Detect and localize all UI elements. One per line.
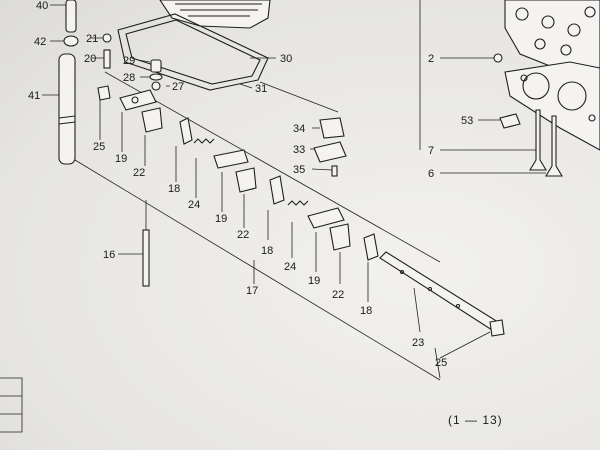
page-code: (1 — 13) [448,413,503,427]
label-24-a: 24 [188,199,200,211]
label-17: 17 [246,285,258,297]
head-gasket [504,61,600,151]
spring-24a [193,138,215,144]
label-18-a: 18 [168,183,180,195]
rocker-bracket-22b [235,167,257,193]
title-block-edge [0,377,23,433]
label-2: 2 [428,53,434,65]
bolt-25-left [97,85,111,101]
label-27: 27 [172,81,184,93]
label-16: 16 [103,249,115,261]
tube-41 [58,53,76,165]
label-41: 41 [28,90,40,102]
assembly-outline [74,71,441,381]
plate-33 [313,141,347,163]
end-bolt-25 [489,319,505,337]
label-22-a: 22 [133,167,145,179]
label-29: 29 [123,55,135,67]
bolt-35 [331,165,338,177]
label-28: 28 [123,72,135,84]
leader-lines [42,4,546,379]
label-24-b: 24 [284,261,296,273]
seal-27 [151,81,161,91]
plug-2 [493,53,503,63]
washer-28 [149,73,163,81]
label-35: 35 [293,164,305,176]
cap-34 [319,117,345,139]
nut-21 [102,33,112,43]
label-31: 31 [255,83,267,95]
cap-42 [63,35,79,47]
spring-24b [287,200,309,206]
label-21: 21 [86,33,98,45]
valve-7 [529,109,547,171]
injector-53 [499,113,521,129]
rocker-arm-19c [307,207,345,229]
label-25-right: 25 [435,357,447,369]
label-20: 20 [84,53,96,65]
label-22-c: 22 [332,289,344,301]
upper-housing-outline [159,0,271,29]
stud-20 [103,49,111,69]
label-18-b: 18 [261,245,273,257]
stud-16 [142,229,150,287]
label-19-c: 19 [308,275,320,287]
rocker-arm-18a [179,117,193,145]
label-23: 23 [412,337,424,349]
label-19-b: 19 [215,213,227,225]
label-18-c: 18 [360,305,372,317]
pushrod-40 [65,0,77,33]
rocker-bracket-22a [141,107,163,133]
cylinder-head [504,0,600,71]
valve-6 [545,115,563,177]
label-30: 30 [280,53,292,65]
rocker-arm-18c [363,233,379,261]
rocker-shaft-23 [379,251,499,331]
rocker-arm-19b [213,149,249,169]
label-42: 42 [34,36,46,48]
label-6: 6 [428,168,434,180]
label-25-left: 25 [93,141,105,153]
label-33: 33 [293,144,305,156]
label-7: 7 [428,145,434,157]
label-22-b: 22 [237,229,249,241]
label-34: 34 [293,123,305,135]
label-53: 53 [461,115,473,127]
label-40: 40 [36,0,48,12]
rocker-arm-19a [119,89,157,111]
bolt-29 [150,59,162,73]
label-19-a: 19 [115,153,127,165]
rocker-bracket-22c [329,223,351,251]
rocker-arm-18b [269,175,285,205]
valve-cover-gasket [117,13,269,91]
